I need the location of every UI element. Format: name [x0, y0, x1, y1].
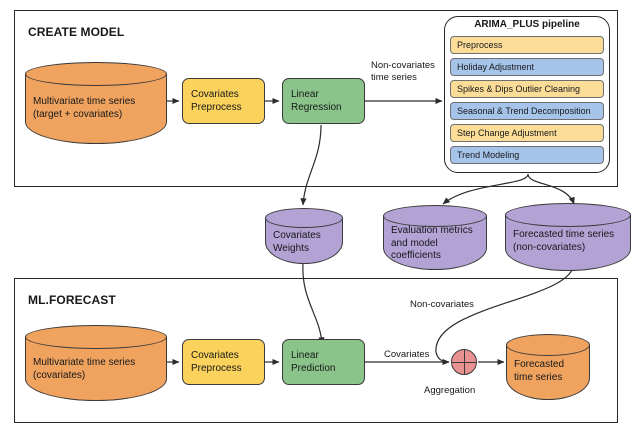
create-model-linear-regression-box[interactable]: Linear Regression [282, 78, 365, 124]
ml-forecast-covariates-preprocess-box[interactable]: Covariates Preprocess [182, 339, 265, 385]
cylinder-label-line2: (covariates) [33, 369, 86, 381]
cylinder-label-line2: time series [514, 371, 563, 383]
pipeline-step-seasonal-trend-decomposition[interactable]: Seasonal & Trend Decomposition [450, 102, 604, 120]
cylinder-label-line2: (target + covariates) [33, 108, 123, 120]
cylinder-top [506, 334, 590, 356]
cylinder-label: Forecasted time series (non-covariates) [513, 229, 625, 254]
pipeline-step-holiday-adjustment[interactable]: Holiday Adjustment [450, 58, 604, 76]
cylinder-label: Multivariate time series (covariates) [33, 357, 161, 382]
cylinder-top [265, 208, 343, 228]
box-label-line1: Linear [291, 350, 319, 361]
edge-label-forecast-non-covariates: Non-covariates [410, 299, 474, 310]
cylinder-label-line1: Forecasted [514, 359, 565, 370]
edge-label-covariates: Covariates [384, 349, 430, 360]
cylinder-label-line1: Forecasted time series [513, 229, 615, 240]
box-label-line1: Linear [291, 89, 319, 100]
cylinder-label-line1: Evaluation metrics [391, 225, 473, 236]
edge-label-line1: Non-covariates [371, 60, 435, 71]
cylinder-label-line2: (non-covariates) [513, 241, 586, 253]
forecasted-non-covariates-cylinder: Forecasted time series (non-covariates) [505, 203, 631, 271]
box-label-line1: Covariates [191, 350, 239, 361]
box-label: Linear Regression [291, 88, 342, 114]
cylinder-label-line2: Weights [273, 242, 309, 254]
cylinder-label-line2: and model [391, 237, 438, 249]
ml-forecast-input-cylinder: Multivariate time series (covariates) [25, 325, 167, 401]
pipeline-step-preprocess[interactable]: Preprocess [450, 36, 604, 54]
cylinder-label-line1: Covariates [273, 230, 321, 241]
cylinder-top [25, 62, 167, 86]
ml-forecast-output-cylinder: Forecasted time series [506, 334, 590, 400]
box-label: Covariates Preprocess [191, 349, 242, 375]
edge-pipeline-to-metrics [442, 173, 529, 205]
cylinder-label: Forecasted time series [514, 359, 584, 384]
cylinder-top [25, 325, 167, 349]
create-model-title: CREATE MODEL [28, 25, 125, 39]
box-label-line1: Covariates [191, 89, 239, 100]
cylinder-label: Evaluation metrics and model coefficient… [391, 225, 481, 263]
box-label-line2: Preprocess [191, 102, 242, 113]
edge-pipeline-to-forecasted [527, 173, 575, 205]
evaluation-metrics-cylinder: Evaluation metrics and model coefficient… [383, 205, 487, 270]
box-label: Covariates Preprocess [191, 88, 242, 114]
pipeline-step-trend-modeling[interactable]: Trend Modeling [450, 146, 604, 164]
cylinder-top [505, 203, 631, 227]
cylinder-label-line3: coefficients [391, 250, 441, 261]
edge-weights-to-prediction [302, 262, 325, 345]
edge-label-line2: time series [371, 72, 417, 83]
ml-forecast-section [14, 278, 618, 423]
cylinder-top [383, 205, 487, 227]
create-model-input-cylinder: Multivariate time series (target + covar… [25, 62, 167, 144]
ml-forecast-title: ML.FORECAST [28, 293, 116, 307]
create-model-covariates-preprocess-box[interactable]: Covariates Preprocess [182, 78, 265, 124]
box-label-line2: Regression [291, 102, 342, 113]
pipeline-step-step-change-adjustment[interactable]: Step Change Adjustment [450, 124, 604, 142]
arima-plus-pipeline-title: ARIMA_PLUS pipeline [474, 19, 580, 30]
cylinder-label: Covariates Weights [273, 230, 337, 255]
aggregation-label: Aggregation [424, 385, 476, 396]
cylinder-label-line1: Multivariate time series [33, 357, 136, 368]
pipeline-step-spikes-dips-outlier-cleaning[interactable]: Spikes & Dips Outlier Cleaning [450, 80, 604, 98]
edge-label-non-covariates-time-series: Non-covariates time series [371, 60, 435, 84]
cylinder-label-line1: Multivariate time series [33, 96, 136, 107]
box-label-line2: Prediction [291, 363, 336, 374]
box-label: Linear Prediction [291, 349, 335, 375]
edge-regression-to-weights [300, 124, 322, 206]
box-label-line2: Preprocess [191, 363, 242, 374]
aggregation-node[interactable] [451, 349, 477, 375]
ml-forecast-linear-prediction-box[interactable]: Linear Prediction [282, 339, 365, 385]
covariates-weights-cylinder: Covariates Weights [265, 208, 343, 264]
cylinder-label: Multivariate time series (target + covar… [33, 96, 161, 121]
create-model-section [14, 10, 618, 187]
